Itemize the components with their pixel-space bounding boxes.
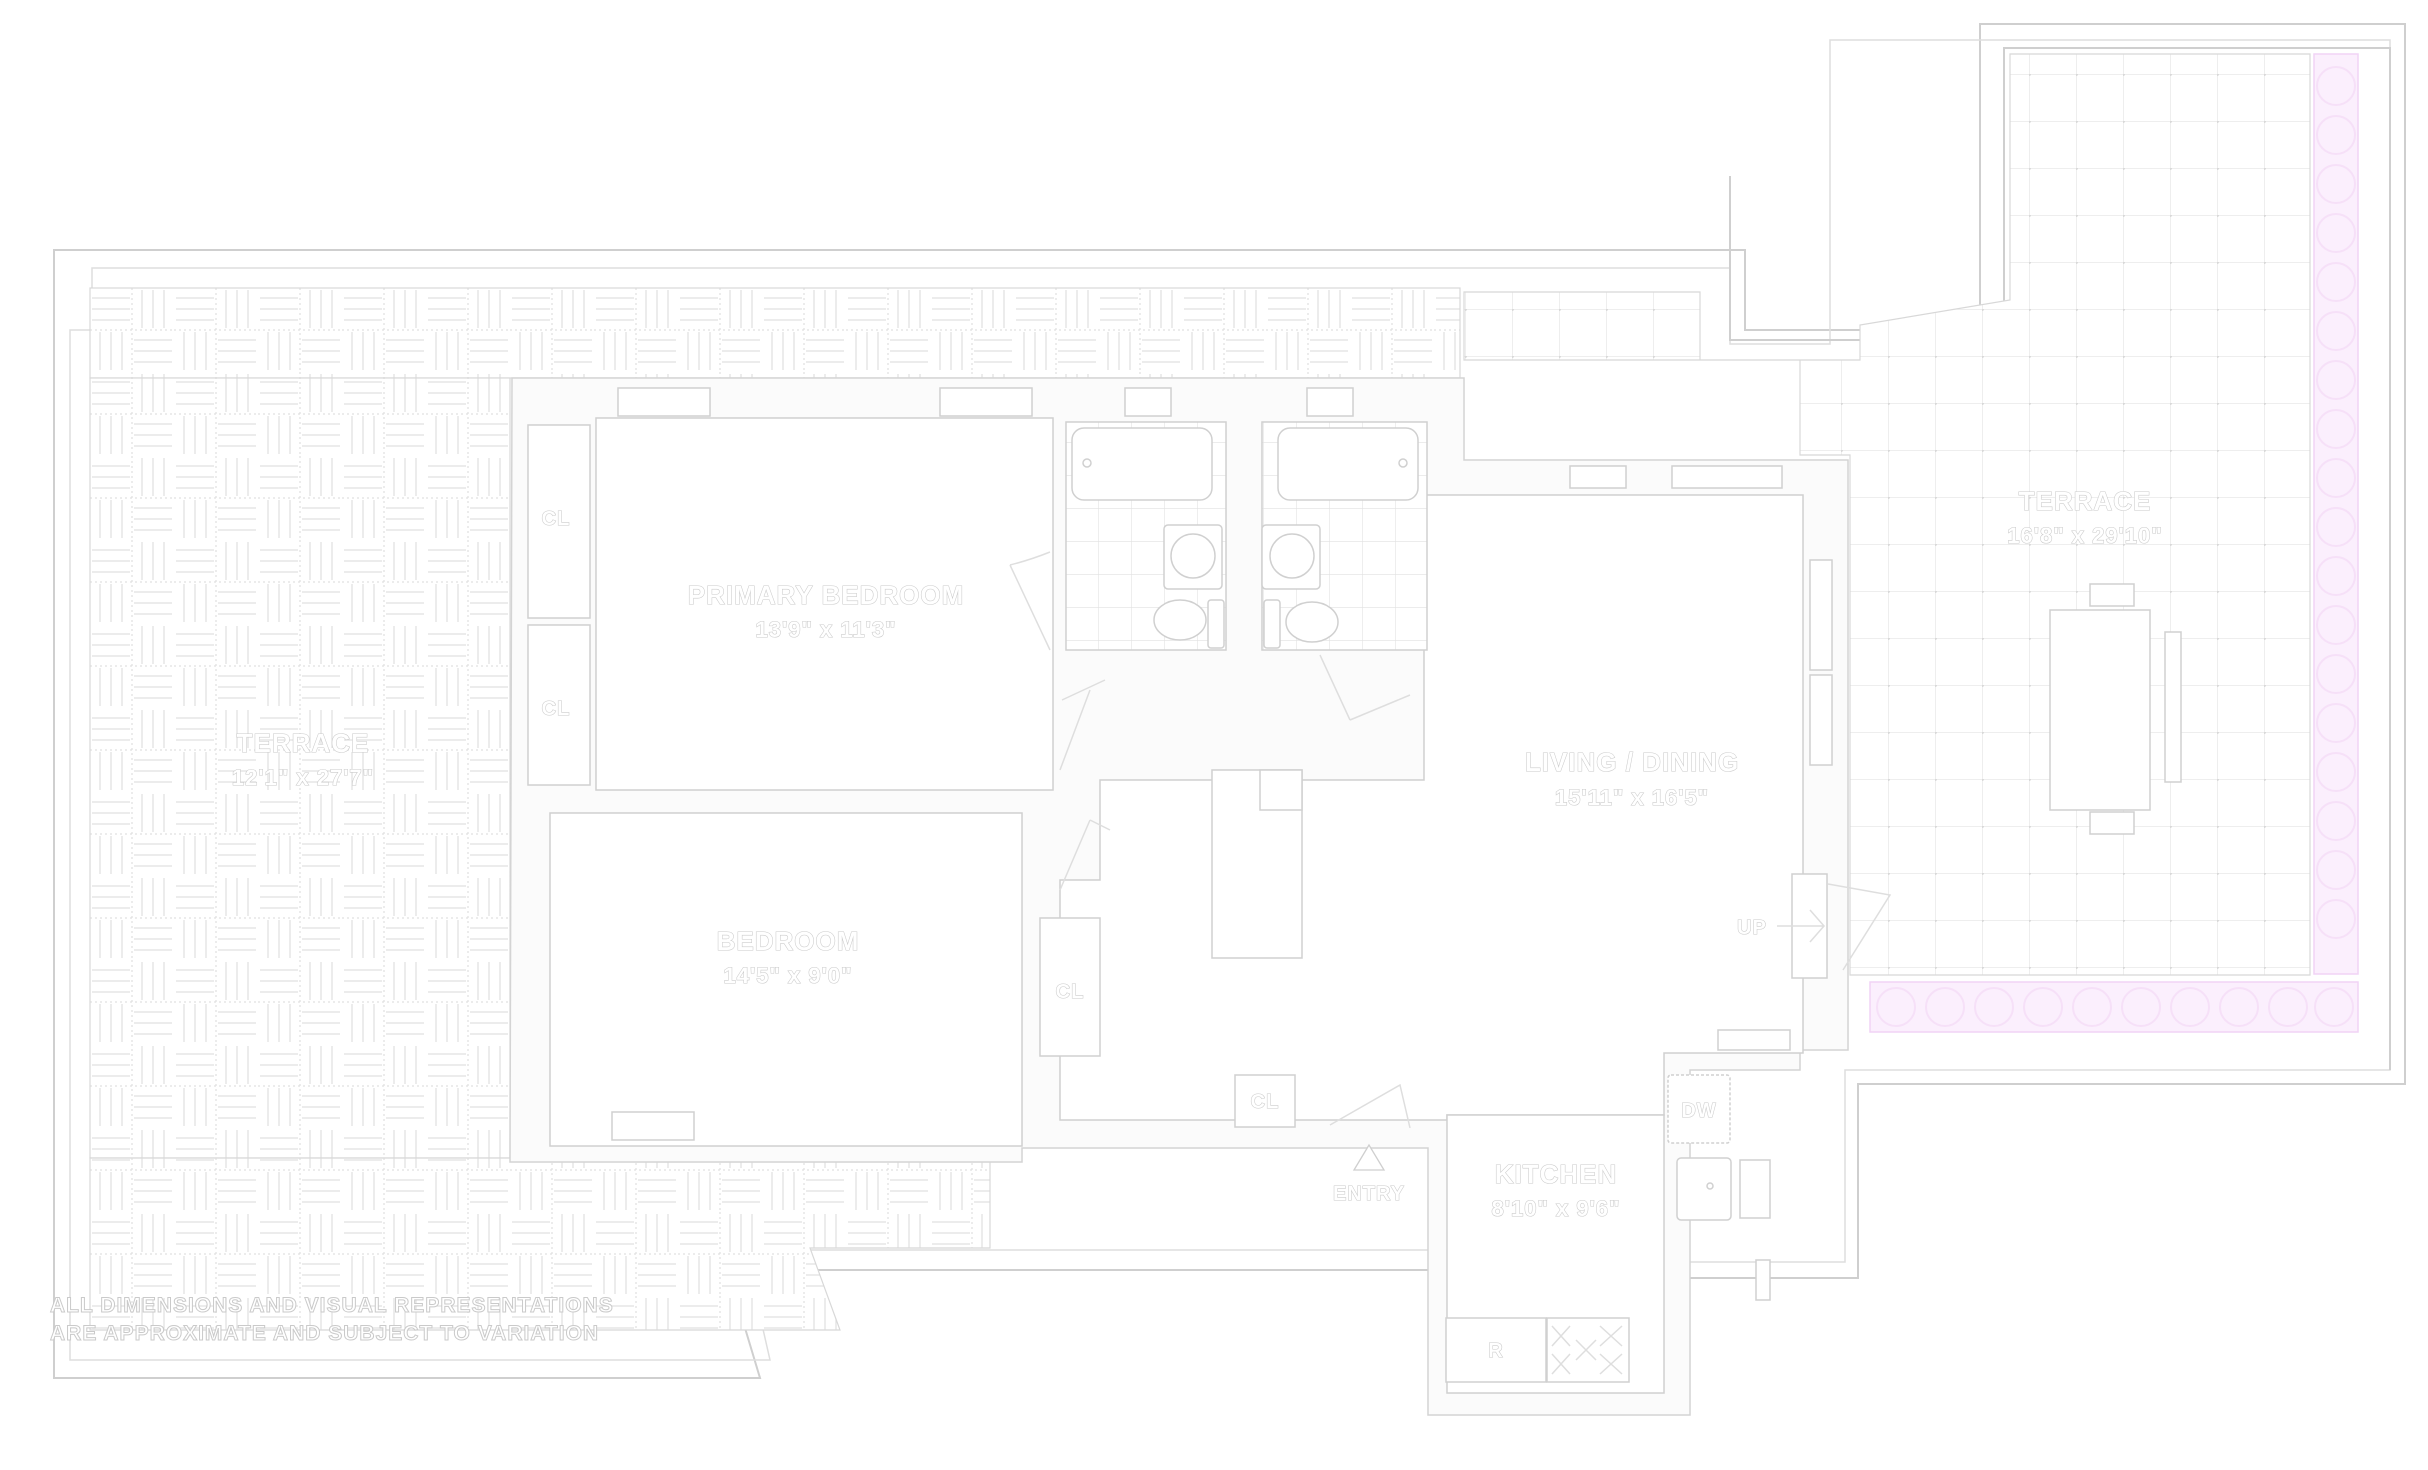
refrigerator-label: R — [1488, 1340, 1503, 1362]
window — [1717, 1029, 1791, 1051]
terrace-east-dimensions: 16'8" x 29'10" — [2007, 523, 2162, 548]
bedroom-floor — [549, 812, 1023, 1147]
entry-label: ENTRY — [1333, 1183, 1405, 1205]
bathtub — [1277, 427, 1419, 501]
kitchen-name: KITCHEN — [1495, 1159, 1618, 1189]
door-swing — [1059, 679, 1106, 771]
stove — [1546, 1317, 1630, 1383]
dishwasher-label: DW — [1681, 1100, 1716, 1122]
closet-2-label: CL — [542, 698, 571, 720]
window — [617, 387, 711, 417]
window — [1124, 387, 1172, 417]
closet-4-label: CL — [1251, 1091, 1280, 1113]
bathroom-2 — [1261, 421, 1428, 651]
disclaimer-line-1: ALL DIMENSIONS AND VISUAL REPRESENTATION… — [50, 1294, 614, 1318]
bedroom-dimensions: 14'5" x 9'0" — [724, 963, 853, 988]
living-dining-name: LIVING / DINING — [1525, 747, 1739, 777]
kitchen-dimensions: 8'10" x 9'6" — [1492, 1196, 1621, 1221]
burner-icon — [1551, 1325, 1623, 1375]
terrace-east: TERRACE 16'8" x 29'10" — [1463, 47, 2391, 1070]
window — [611, 1111, 695, 1141]
closet-1[interactable] — [527, 424, 591, 619]
toilet — [1153, 599, 1207, 641]
terrace-east-name: TERRACE — [2019, 486, 2152, 516]
door-swing — [1059, 819, 1111, 891]
window — [1306, 387, 1354, 417]
outdoor-dining-table — [2049, 583, 2182, 835]
kitchen-fixture — [1755, 1259, 1771, 1301]
terrace-west-name: TERRACE — [237, 728, 370, 758]
entry-triangle-icon — [1352, 1143, 1386, 1171]
window — [1569, 465, 1627, 489]
closet-2[interactable] — [527, 624, 591, 786]
parquet-deck-left — [89, 377, 511, 1159]
entry-door-swing[interactable] — [1329, 1083, 1411, 1129]
primary-bedroom-dimensions: 13'9" x 11'3" — [756, 617, 897, 642]
planter-south — [1869, 981, 2359, 1033]
disclaimer-line-2: ARE APPROXIMATE AND SUBJECT TO VARIATION — [50, 1322, 600, 1346]
closet-1-label: CL — [542, 508, 571, 530]
planter-east — [2313, 53, 2359, 975]
bathroom-1 — [1065, 421, 1227, 651]
primary-bedroom-name: PRIMARY BEDROOM — [688, 580, 964, 610]
door-swing — [1009, 551, 1051, 651]
disclaimer: ALL DIMENSIONS AND VISUAL REPRESENTATION… — [50, 1292, 614, 1348]
bedroom-name: BEDROOM — [717, 926, 860, 956]
kitchen-counter — [1739, 1159, 1771, 1219]
parquet-deck-top — [89, 287, 1461, 379]
window — [1671, 465, 1783, 489]
window — [1809, 559, 1833, 671]
entry-marker: ENTRY — [1332, 1143, 1405, 1206]
stairs-up[interactable]: UP — [1737, 873, 1892, 979]
apartment-interior: CL CL PRIMARY BEDROOM 13'9" x 11'3" BEDR… — [509, 377, 1892, 1416]
living-dining-dimensions: 15'11" x 16'5" — [1555, 785, 1709, 810]
closet-3-label: CL — [1056, 981, 1085, 1003]
door-swing — [1319, 654, 1411, 721]
window — [1809, 674, 1833, 766]
closet-4[interactable] — [1234, 1074, 1296, 1128]
toilet — [1285, 601, 1339, 643]
bathtub — [1071, 427, 1213, 501]
window — [939, 387, 1033, 417]
refrigerator: R — [1445, 1317, 1547, 1383]
dishwasher: DW — [1667, 1074, 1731, 1144]
stairs-up-label: UP — [1737, 917, 1767, 939]
primary-bedroom-floor — [595, 417, 1054, 791]
terrace-west-dimensions: 12'1" x 27'7" — [232, 765, 374, 790]
inner-parapet — [69, 39, 2391, 1361]
kitchen-sink — [1676, 1157, 1732, 1221]
closet-3[interactable] — [1039, 917, 1101, 1057]
